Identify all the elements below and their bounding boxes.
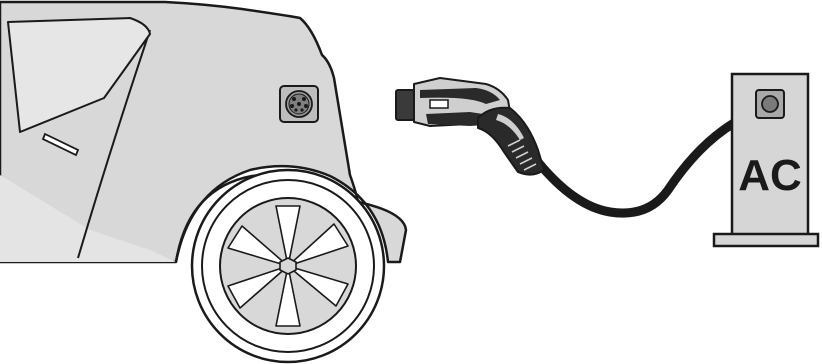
ac-charging-station: AC xyxy=(714,74,818,246)
station-label: AC xyxy=(738,151,802,200)
charging-plug xyxy=(396,78,544,175)
car-wheel xyxy=(192,170,384,362)
type2-inlet-icon xyxy=(280,86,318,122)
plug-window xyxy=(430,100,448,108)
station-base xyxy=(714,234,818,246)
hub xyxy=(280,258,296,274)
station-socket-icon xyxy=(756,90,784,118)
